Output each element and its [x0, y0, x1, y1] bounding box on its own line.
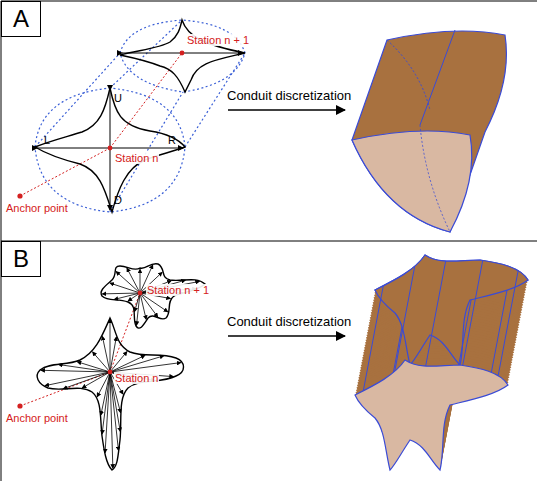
direction-letter: U	[114, 92, 122, 104]
station-label: Station n + 1	[146, 284, 210, 296]
ray-vector	[59, 365, 110, 372]
ray-vector	[110, 352, 127, 372]
cross-section	[35, 20, 245, 212]
conduit-edge	[363, 286, 383, 391]
ray-vector	[110, 372, 113, 468]
conduit-edge	[426, 261, 446, 366]
anchor-dot	[17, 193, 22, 198]
anchor-dot	[17, 403, 22, 408]
ray-vector	[116, 272, 140, 293]
ray-vector	[110, 363, 181, 372]
ray-vector	[45, 372, 110, 386]
conduit-extrusion	[355, 255, 528, 470]
panel-label-box: A	[1, 1, 41, 37]
direction-letter: L	[44, 134, 50, 146]
direction-letter: R	[168, 134, 176, 146]
ray-vector	[102, 293, 140, 295]
process-arrow	[228, 335, 345, 337]
ray-vector	[110, 319, 111, 372]
anchor-label: Anchor point	[6, 202, 68, 214]
ray-vector	[110, 337, 116, 372]
conduit-surface	[355, 360, 508, 470]
process-arrow	[228, 109, 345, 111]
panel-label-box: B	[1, 241, 41, 277]
station-dot	[108, 146, 113, 151]
ray-vector	[140, 269, 141, 293]
anchor-line	[20, 53, 182, 196]
station-label: Station n	[114, 372, 159, 384]
ray-vector	[110, 356, 164, 372]
process-label: Conduit discretization	[227, 89, 351, 103]
ray-vector	[140, 293, 146, 319]
direction-letter: D	[114, 194, 122, 206]
ray-vector	[93, 352, 110, 372]
conduit-prism	[352, 30, 506, 232]
ray-vector	[127, 268, 140, 293]
station-label: Station n	[114, 152, 159, 164]
station-dot	[180, 51, 185, 56]
station-outline-dotted	[35, 20, 245, 212]
ray-vector	[102, 336, 110, 372]
dimension-line	[37, 53, 243, 210]
ray-vector	[101, 372, 110, 415]
station-dot	[138, 291, 143, 296]
process-label: Conduit discretization	[227, 315, 351, 329]
anchor-label: Anchor point	[6, 412, 68, 424]
station-dot	[108, 370, 113, 375]
conduit-surface	[355, 360, 508, 470]
panel-letter: B	[13, 247, 29, 271]
ray-vector	[114, 293, 140, 299]
station-label: Station n + 1	[186, 34, 250, 46]
ray-vector	[82, 372, 110, 388]
panel-letter: A	[13, 7, 29, 31]
conduit-edge	[463, 260, 483, 365]
conduit-edge	[395, 266, 415, 371]
